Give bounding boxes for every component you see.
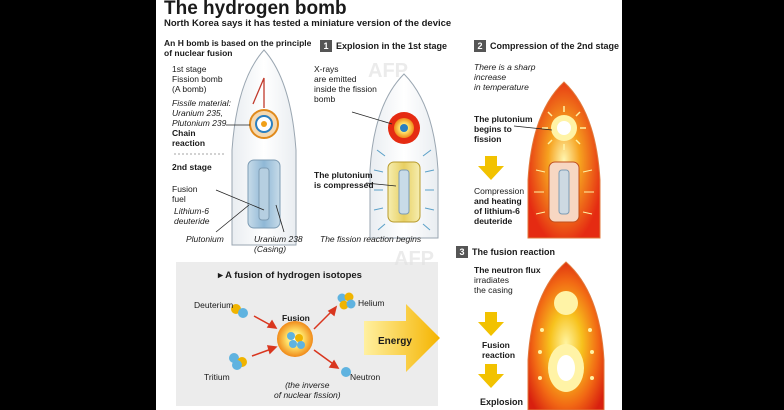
infographic-sheet: The hydrogen bomb North Korea says it ha… (156, 0, 622, 410)
diagram-graphics (174, 49, 605, 410)
step2-number: 2 (474, 40, 486, 52)
bomb-stage3 (478, 261, 605, 410)
watermark-2: AFP (394, 248, 434, 270)
page-subtitle: North Korea says it has tested a miniatu… (164, 18, 452, 29)
watermark: AFP (368, 60, 408, 82)
bomb-intro (174, 49, 297, 246)
deuterium-label: Deuterium (194, 300, 234, 310)
step3-number: 3 (456, 246, 468, 258)
neutron-label: Neutron (350, 372, 381, 382)
tritium-label: Tritium (204, 372, 230, 382)
stage1-label: 1st stage (172, 64, 207, 74)
bomb-stage2 (478, 81, 601, 239)
step1-caption: The fission reaction begins (320, 234, 422, 244)
isotope-title: ▸ A fusion of hydrogen isotopes (218, 270, 362, 281)
energy-label: Energy (378, 336, 412, 347)
plutonium-label: Plutonium (186, 234, 224, 244)
helium-label: Helium (358, 298, 385, 308)
fissile-material-label: Fissile material:Uranium 235,Plutonium 2… (172, 98, 232, 128)
play-triangle-icon: ▸ (218, 270, 223, 281)
stage2-label: 2nd stage (172, 162, 212, 172)
step1-number: 1 (320, 40, 332, 52)
bomb-stage1 (351, 73, 439, 239)
fusion-label: Fusion (282, 313, 310, 323)
isotope-graphics (229, 292, 440, 377)
uranium-label: Uranium 238(Casing) (254, 234, 303, 254)
explosion-label: Explosion (480, 397, 524, 407)
page-title: The hydrogen bomb (164, 0, 347, 19)
fission-bomb-label: Fission bomb(A bomb) (172, 74, 223, 94)
